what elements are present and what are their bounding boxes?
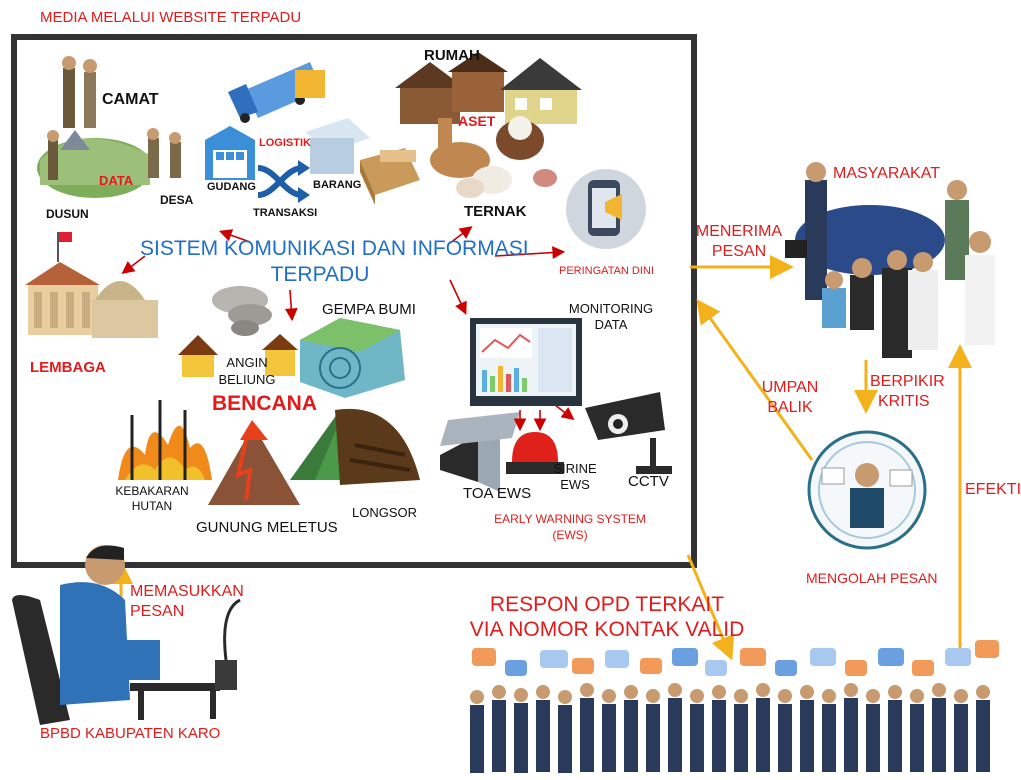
logistik-label: LOGISTIK <box>259 137 311 149</box>
memasukkan-label-2: PESAN <box>130 603 185 620</box>
system-title-line2: TERPADU <box>270 263 370 286</box>
rumah-label: RUMAH <box>424 47 480 64</box>
monitoring-screen-icon <box>470 318 582 406</box>
efektif-label: EFEKTIF <box>965 481 1021 498</box>
menerima-label-2: PESAN <box>711 243 767 260</box>
aset-label: ASET <box>458 113 496 129</box>
page-title: MEDIA MELALUI WEBSITE TERPADU <box>40 9 302 26</box>
truck-icon <box>228 62 325 123</box>
berpikir-label-2: KRITIS <box>878 393 930 410</box>
mengolah-pesan-label: MENGOLAH PESAN <box>806 570 938 586</box>
lembaga-label: LEMBAGA <box>30 359 106 376</box>
data-label: DATA <box>99 173 134 188</box>
tornado-illustration <box>178 286 298 377</box>
earthquake-illustration <box>300 318 405 398</box>
keyboard-icon <box>440 412 520 446</box>
system-title-line1: SISTEM KOMUNIKASI DAN INFORMASI <box>140 237 529 260</box>
landslide-illustration <box>290 408 420 485</box>
chat-bubbles-illustration <box>472 640 999 676</box>
gudang-label: GUDANG <box>207 181 256 193</box>
desa-label: DESA <box>160 193 194 207</box>
umpan-label-1: UMPAN <box>761 379 819 396</box>
ternak-label: TERNAK <box>464 203 527 220</box>
bencana-label: BENCANA <box>212 392 317 415</box>
sirine-label-1: SIRINE <box>553 461 597 476</box>
siren-icon <box>506 432 564 474</box>
menerima-label-1: MENERIMA <box>695 223 783 240</box>
kebakaran-label-1: KEBAKARAN <box>115 484 189 498</box>
angin-beliung-label-2: BELIUNG <box>218 372 276 387</box>
system-connection-arrows <box>121 226 575 432</box>
gunung-meletus-label: GUNUNG MELETUS <box>196 519 338 536</box>
forest-fire-illustration <box>118 400 212 480</box>
cctv-camera-icon <box>585 392 672 474</box>
livestock-illustration <box>430 116 557 198</box>
umpan-label-2: BALIK <box>767 399 813 416</box>
flow-arrows <box>109 255 972 661</box>
toa-ews-label: TOA EWS <box>463 485 532 502</box>
sirine-label-2: EWS <box>560 477 590 492</box>
warehouse-icon <box>205 126 255 180</box>
monitoring-label-2: DATA <box>594 317 628 332</box>
operator-at-desk-illustration <box>12 545 241 725</box>
memasukkan-label-1: MEMASUKKAN <box>130 583 244 600</box>
megaphone-icon <box>440 425 500 492</box>
monitoring-label-1: MONITORING <box>568 301 654 316</box>
village-illustration <box>37 128 181 198</box>
camat-label: CAMAT <box>102 91 159 108</box>
gempa-bumi-label: GEMPA BUMI <box>322 301 416 318</box>
respon-label-1: RESPON OPD TERKAIT <box>489 593 725 616</box>
cctv-label: CCTV <box>628 473 669 490</box>
longsor-label: LONGSOR <box>352 505 418 520</box>
barang-label: BARANG <box>313 179 362 191</box>
angin-beliung-label-1: ANGIN <box>226 355 268 370</box>
ews-label-2: (EWS) <box>552 528 588 542</box>
phone-warning-icon <box>566 169 646 249</box>
community-illustration <box>785 162 995 358</box>
bpbd-label: BPBD KABUPATEN KARO <box>40 725 221 742</box>
dusun-label: DUSUN <box>46 207 89 221</box>
ews-label-1: EARLY WARNING SYSTEM <box>494 512 646 526</box>
peringatan-dini-label: PERINGATAN DINI <box>559 265 654 277</box>
kebakaran-label-2: HUTAN <box>131 499 173 513</box>
masyarakat-label: MASYARAKAT <box>833 165 940 182</box>
volcano-illustration <box>208 420 300 505</box>
berpikir-label-1: BERPIKIR <box>870 373 945 390</box>
government-building-illustration <box>25 232 158 338</box>
transaksi-label: TRANSAKSI <box>253 207 318 219</box>
website-frame <box>11 34 697 568</box>
camat-officials-illustration <box>62 56 97 128</box>
professionals-row-illustration <box>470 683 990 773</box>
boxes-illustration <box>305 118 420 205</box>
transaction-shuffle-icon <box>257 160 310 203</box>
respon-label-2: VIA NOMOR KONTAK VALID <box>469 618 745 641</box>
process-message-illustration <box>807 430 927 550</box>
